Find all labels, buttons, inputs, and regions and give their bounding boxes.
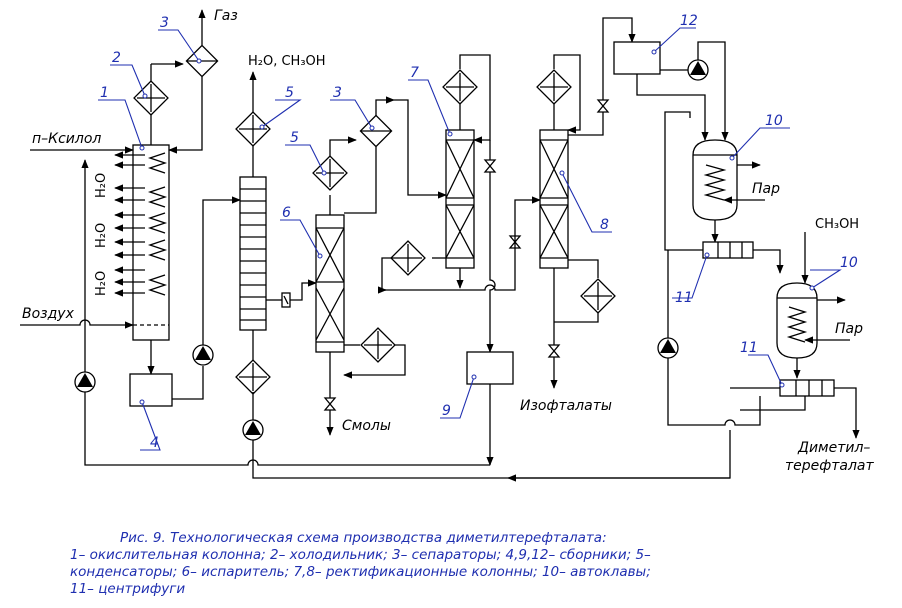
figure-caption: Рис. 9. Технологическая схема производст… bbox=[70, 530, 890, 598]
separator-3-mid bbox=[359, 114, 393, 148]
callout-8: 8 bbox=[600, 217, 609, 233]
collector-12 bbox=[613, 41, 661, 75]
callout-5-mid: 5 bbox=[290, 130, 299, 146]
condenser-5-mid bbox=[312, 155, 348, 191]
callout-5-top: 5 bbox=[285, 85, 294, 101]
condenser-5-top bbox=[235, 111, 271, 147]
centrifuge-11-upper bbox=[702, 241, 754, 259]
pump-5 bbox=[657, 337, 679, 359]
reboiler-8 bbox=[580, 278, 616, 314]
collector-4 bbox=[129, 373, 173, 407]
pump-3 bbox=[242, 419, 264, 441]
callout-3-mid: 3 bbox=[333, 85, 342, 101]
callout-12: 12 bbox=[680, 13, 698, 29]
pump-4 bbox=[687, 59, 709, 81]
reboiler-6 bbox=[360, 327, 396, 363]
rectification-column-7 bbox=[445, 129, 475, 269]
water-label-1: H₂O bbox=[94, 173, 109, 198]
gas-label: Газ bbox=[214, 8, 238, 24]
caption-line-3: конденсаторы; 6– испаритель; 7,8– ректиф… bbox=[70, 564, 651, 580]
air-feed-label: Воздух bbox=[22, 306, 75, 322]
autoclave-10-lower bbox=[776, 282, 818, 359]
isophthalates-label: Изофталаты bbox=[520, 398, 612, 414]
steam-label-2: Пар bbox=[835, 321, 863, 337]
caption-line-1: Рис. 9. Технологическая схема производст… bbox=[120, 530, 607, 546]
cooler-bottom bbox=[235, 359, 271, 395]
autoclave-10-upper bbox=[692, 139, 738, 221]
pump-1 bbox=[192, 344, 214, 366]
callout-1: 1 bbox=[100, 85, 109, 101]
oxidation-column bbox=[114, 144, 170, 341]
condenser-7 bbox=[442, 69, 478, 105]
water-methanol-label: H₂O, CH₃OH bbox=[248, 54, 326, 69]
water-label-2: H₂O bbox=[94, 223, 109, 248]
cooler-2 bbox=[133, 80, 169, 116]
water-label-3: H₂O bbox=[94, 271, 109, 296]
methanol-label: CH₃OH bbox=[815, 217, 859, 232]
evaporator-6 bbox=[315, 214, 345, 353]
callout-4: 4 bbox=[150, 435, 159, 451]
callout-7: 7 bbox=[410, 65, 419, 81]
callout-11-upper: 11 bbox=[675, 290, 693, 306]
xylene-feed-label: п–Ксилол bbox=[32, 131, 101, 147]
callout-leaders bbox=[98, 27, 842, 451]
steam-label-1: Пар bbox=[752, 181, 780, 197]
condenser-8 bbox=[536, 69, 572, 105]
callout-6: 6 bbox=[282, 205, 291, 221]
reboiler-7 bbox=[390, 240, 426, 276]
centrifuge-11-lower bbox=[779, 379, 835, 397]
pump-2 bbox=[74, 371, 96, 393]
product-label-line2: терефталат bbox=[785, 458, 875, 474]
tray-column bbox=[239, 176, 267, 331]
callout-9: 9 bbox=[442, 403, 451, 419]
rectification-column-8 bbox=[539, 129, 569, 269]
product-label-line1: Диметил– bbox=[797, 440, 870, 456]
caption-line-2: 1– окислительная колонна; 2– холодильник… bbox=[70, 547, 651, 563]
callout-11-lower: 11 bbox=[740, 340, 758, 356]
tars-label: Смолы bbox=[342, 418, 391, 434]
caption-line-4: 11– центрифуги bbox=[70, 581, 186, 597]
callout-10-lower: 10 bbox=[840, 255, 858, 271]
callout-10-upper: 10 bbox=[765, 113, 783, 129]
callout-3-top: 3 bbox=[160, 15, 169, 31]
callout-2: 2 bbox=[112, 50, 121, 66]
